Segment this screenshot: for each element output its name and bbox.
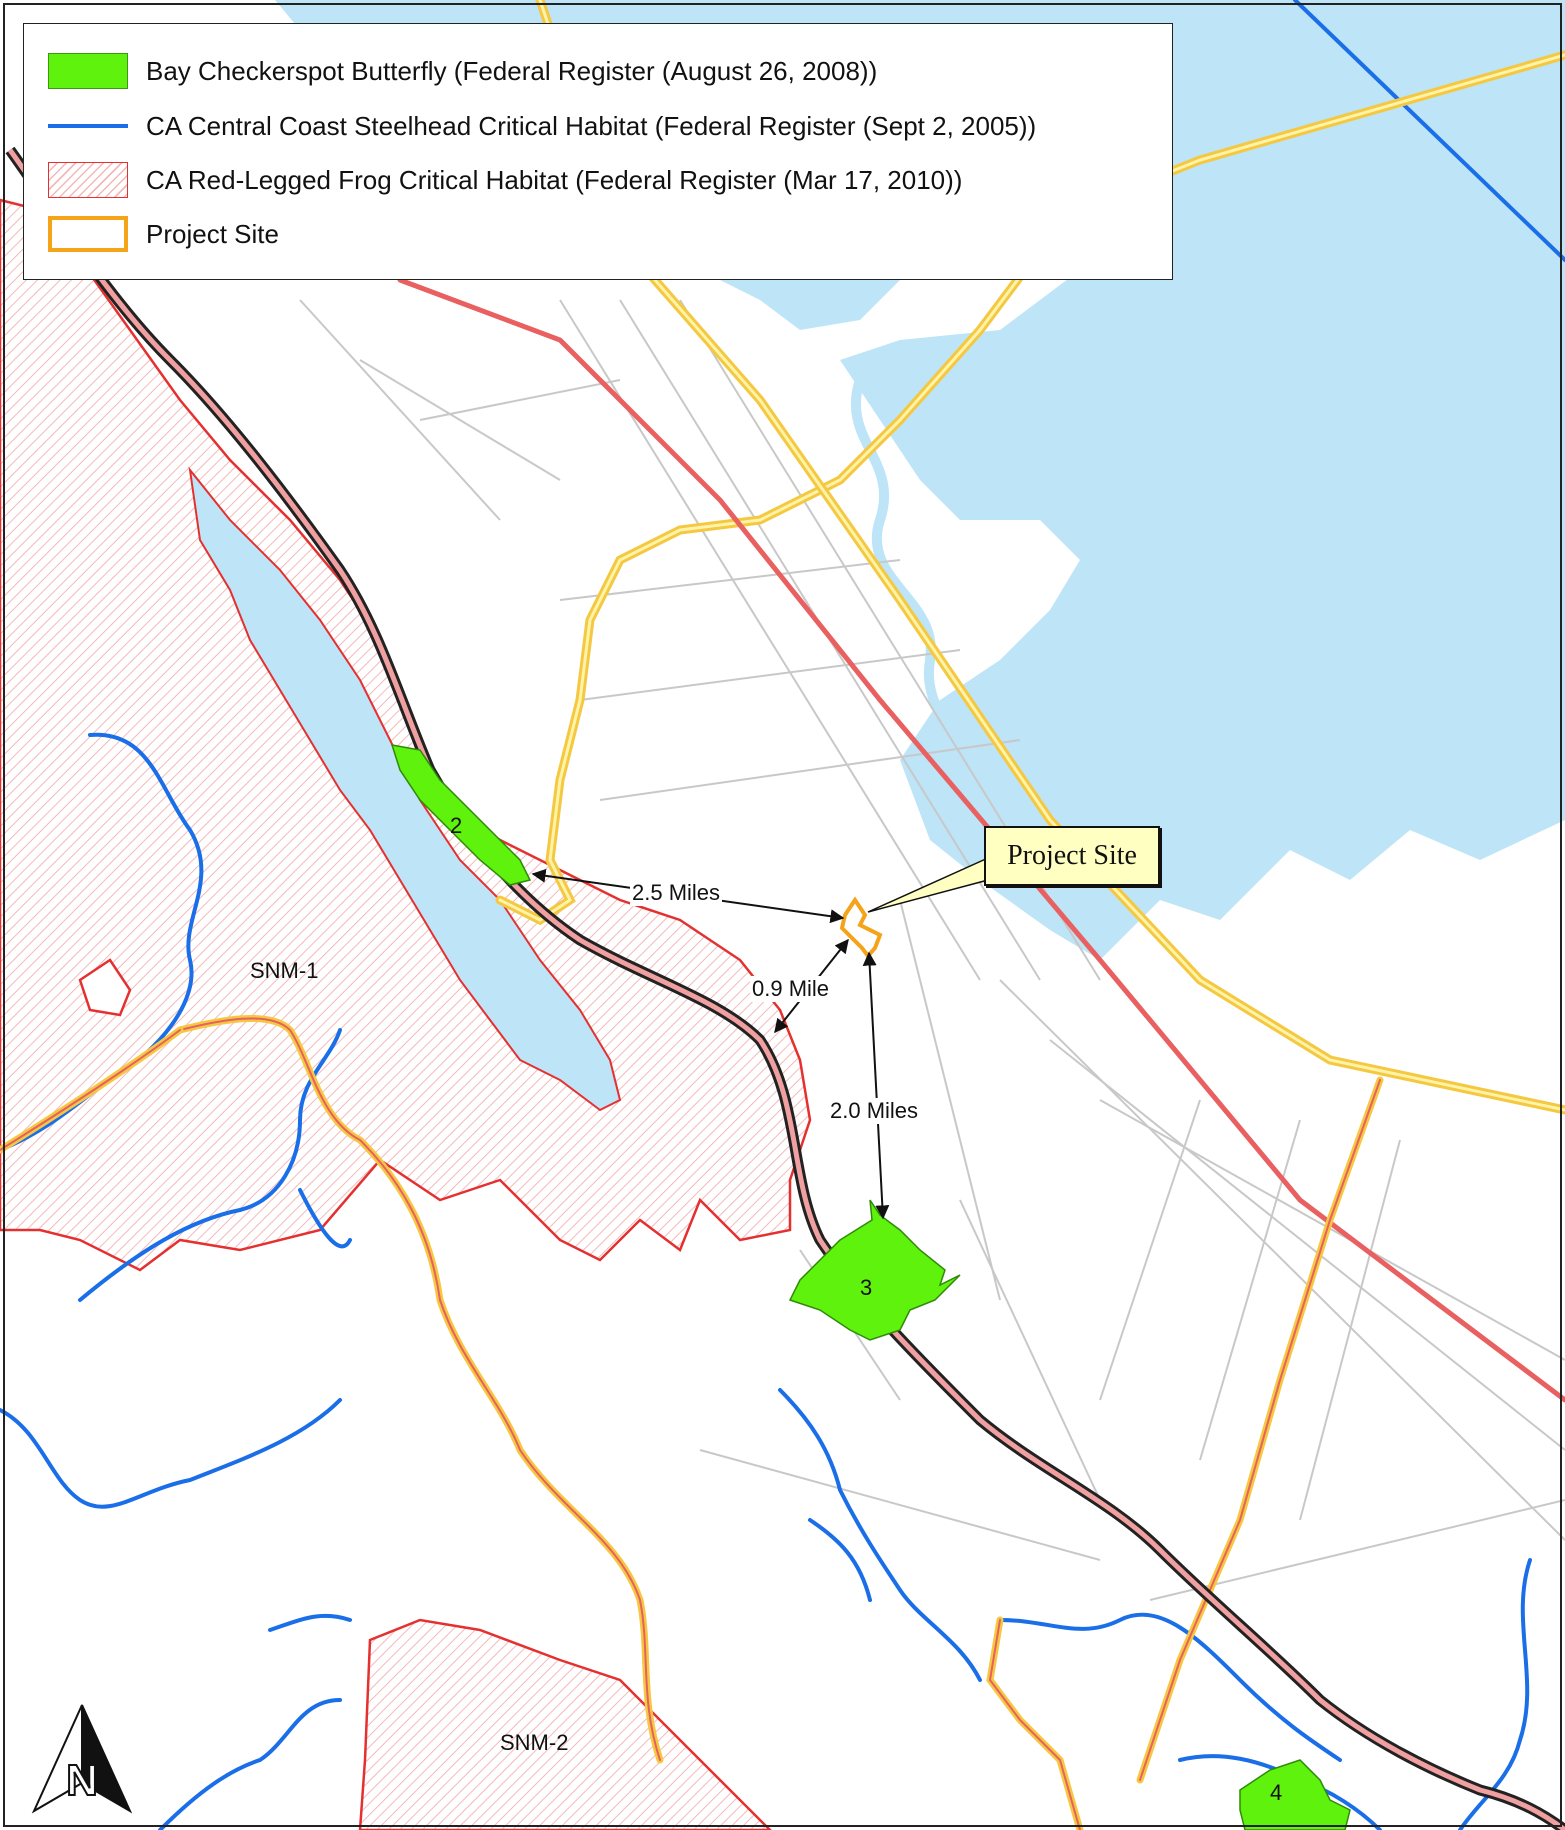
legend-item-butterfly: Bay Checkerspot Butterfly (Federal Regis… [48, 51, 877, 91]
legend-label-frog: CA Red-Legged Frog Critical Habitat (Fed… [146, 164, 963, 195]
north-arrow-label: N [66, 1756, 98, 1805]
bay-water-east [1120, 470, 1565, 800]
frog-habitat-inner-edge [78, 958, 132, 1017]
legend-item-steelhead: CA Central Coast Steelhead Critical Habi… [48, 106, 1036, 146]
unit-label-3: 3 [860, 1275, 873, 1300]
unit-label-2: 2 [450, 813, 463, 838]
bay-water [275, 0, 1565, 960]
callout-pointer [867, 856, 989, 913]
distance-label-2-0-miles: 2.0 Miles [828, 1098, 921, 1124]
frog-habitat-snm1[interactable] [0, 198, 812, 1272]
freeway-280-inner [7, 148, 1565, 1830]
legend-item-frog: CA Red-Legged Frog Critical Habitat (Fed… [48, 160, 962, 200]
area-label-snm1: SNM-1 [250, 958, 319, 983]
north-arrow-icon: N [31, 1704, 133, 1814]
butterfly-unit-4[interactable] [1239, 1759, 1351, 1830]
legend-label-project: Project Site [146, 218, 279, 249]
frog-habitat-snm2[interactable] [358, 1618, 772, 1830]
legend-label-steelhead: CA Central Coast Steelhead Critical Habi… [146, 110, 1037, 141]
area-label-snm2: SNM-2 [500, 1730, 569, 1755]
butterfly-swatch [48, 53, 128, 89]
legend-label-butterfly: Bay Checkerspot Butterfly (Federal Regis… [146, 55, 878, 86]
distance-label-2-5-miles: 2.5 Miles [630, 880, 723, 906]
steelhead-swatch [48, 108, 128, 144]
project-site-callout[interactable]: Project Site [984, 826, 1160, 886]
project-site-outline[interactable] [839, 896, 883, 960]
unit-label-4: 4 [1270, 1780, 1283, 1805]
legend-item-project: Project Site [48, 214, 279, 254]
map-legend: Bay Checkerspot Butterfly (Federal Regis… [23, 23, 1173, 280]
distance-label-0-9-mile: 0.9 Mile [750, 976, 832, 1002]
reservoir-lake [188, 466, 622, 1112]
project-swatch [48, 216, 128, 252]
frog-swatch [48, 162, 128, 198]
butterfly-unit-2[interactable] [390, 744, 532, 886]
